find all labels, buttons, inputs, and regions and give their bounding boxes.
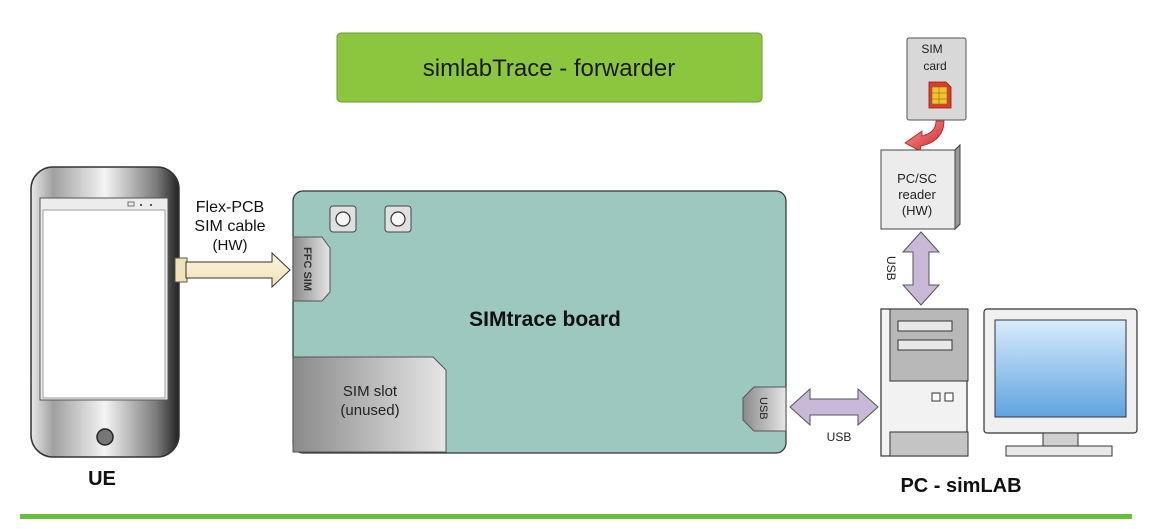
- usb-horizontal-arrow: [789, 387, 879, 427]
- phone-icon: [30, 166, 188, 458]
- usb-vertical-label: USB: [884, 256, 898, 281]
- usb-vertical-arrow: [901, 231, 941, 306]
- pcsc-reader-icon: PC/SC reader (HW): [880, 143, 961, 231]
- sim-slot-label-line2: (unused): [340, 402, 399, 419]
- bottom-divider: [20, 514, 1132, 519]
- cable-label-line2: SIM cable: [194, 218, 265, 235]
- sim-card-label-line1: SIM: [921, 42, 942, 56]
- ffc-sim-label: FFC SIM: [301, 247, 313, 291]
- reader-label-line2: reader: [898, 187, 936, 202]
- sim-card-icon: SIM card: [906, 37, 967, 121]
- ue-label: UE: [88, 468, 116, 490]
- board-usb-label: USB: [757, 397, 769, 420]
- board-usb-connector: USB: [742, 386, 787, 432]
- sim-slot-label-line1: SIM slot: [343, 383, 398, 400]
- cable-label-line3: (HW): [213, 237, 248, 254]
- cable-label-line1: Flex-PCB: [196, 199, 264, 216]
- diagram-title: simlabTrace - forwarder: [423, 55, 676, 82]
- reader-label-line1: PC/SC: [897, 171, 937, 186]
- reader-label-line3: (HW): [902, 203, 932, 218]
- flex-cable-arrow: [185, 251, 291, 289]
- sim-card-label-line2: card: [923, 59, 946, 73]
- insert-arrow-icon: [904, 120, 945, 152]
- sim-slot: SIM slot (unused): [292, 356, 447, 453]
- ffc-sim-connector: FFC SIM: [292, 236, 331, 302]
- usb-horizontal-label: USB: [827, 430, 852, 444]
- title-box: simlabTrace - forwarder: [336, 32, 763, 103]
- board-label: SIMtrace board: [469, 308, 621, 331]
- pc-tower-icon: [880, 308, 969, 457]
- pc-label: PC - simLAB: [900, 475, 1021, 497]
- monitor-icon: [983, 308, 1138, 457]
